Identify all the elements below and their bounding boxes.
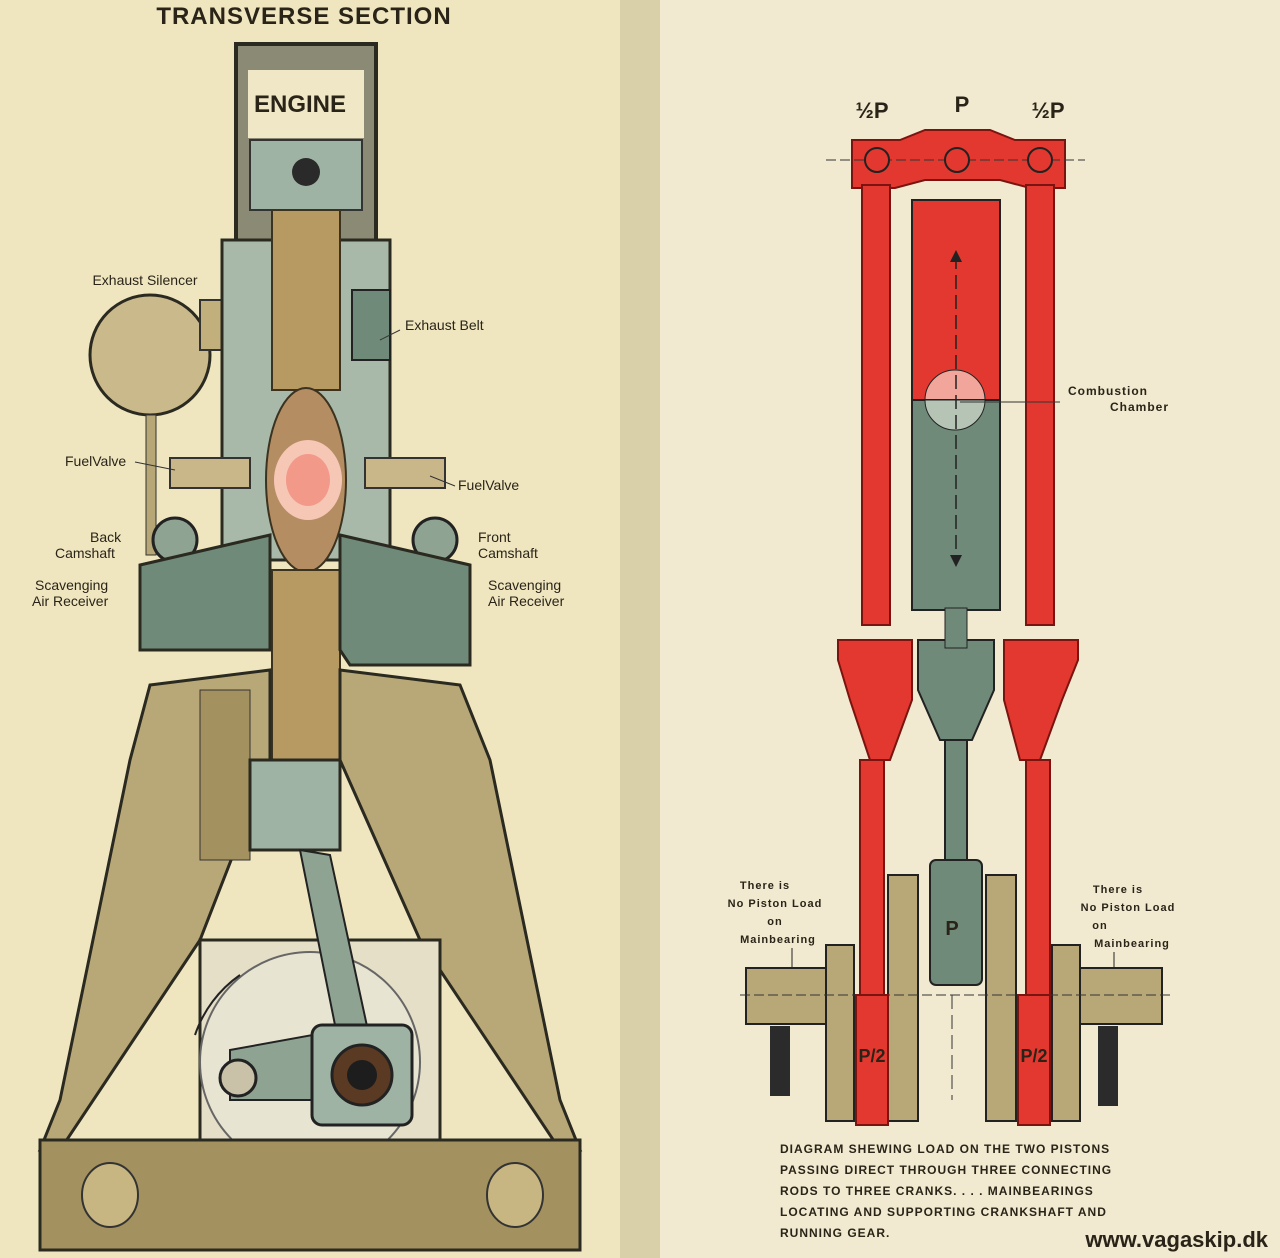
crankpin-bore <box>347 1060 377 1090</box>
combustion-lower <box>924 399 986 431</box>
label-back-camshaft-1: Back <box>90 529 122 545</box>
label-exhaust-belt: Exhaust Belt <box>405 317 484 333</box>
crank-web-2 <box>887 874 919 1122</box>
caption: DIAGRAM SHEWING LOAD ON THE TWO PISTONS … <box>780 1142 1112 1240</box>
leader-exhaust-belt <box>379 329 401 341</box>
crankshaft-right <box>1079 967 1163 1025</box>
note-left: There is No Piston Load on Mainbearing <box>728 880 823 968</box>
note-right-line-2: No Piston Load <box>1081 902 1176 914</box>
label-front-camshaft-2: Camshaft <box>478 545 538 561</box>
label-p-top: P <box>955 92 970 117</box>
frame-ribs <box>199 689 251 861</box>
caption-line-1: DIAGRAM SHEWING LOAD ON THE TWO PISTONS <box>780 1142 1110 1156</box>
caption-line-5: RUNNING GEAR. <box>780 1226 890 1240</box>
upper-piston <box>271 209 341 391</box>
crank-web-1 <box>825 944 855 1122</box>
rod-right-lower <box>1025 759 1051 1001</box>
crankpin-left <box>855 994 889 1126</box>
scavenging-receiver-right <box>338 533 472 667</box>
label-p-bottom: P <box>945 918 958 940</box>
combustion-core <box>286 454 330 506</box>
arrow-down <box>950 555 962 567</box>
caption-line-3: RODS TO THREE CRANKS. . . . MAINBEARINGS <box>780 1184 1094 1198</box>
label-back-camshaft-2: Camshaft <box>55 545 115 561</box>
engine-window <box>248 70 364 138</box>
pin-left <box>864 147 890 173</box>
leader-fuel-valve-left <box>134 461 176 471</box>
label-combustion-2: Chamber <box>1110 400 1169 414</box>
side-rod-left-upper <box>861 184 891 626</box>
note-left-line-1: There is <box>740 880 790 892</box>
label-combustion-1: Combustion <box>1068 384 1148 398</box>
note-right: There is No Piston Load on Mainbearing <box>1081 884 1176 968</box>
note-left-line-2: No Piston Load <box>728 898 823 910</box>
label-fuel-valve-right: FuelValve <box>458 477 519 493</box>
pin-right <box>1027 147 1053 173</box>
crosshead-lower <box>248 758 342 852</box>
caption-line-2: PASSING DIRECT THROUGH THREE CONNECTING <box>780 1163 1112 1177</box>
bed-opening-left <box>81 1162 139 1228</box>
transverse-section: TRANSVERSE SECTION ENGINE <box>32 3 583 1252</box>
right-page <box>660 0 1280 1258</box>
crankpin-right <box>1017 994 1051 1126</box>
watermark: www.vagaskip.dk <box>1084 1227 1268 1252</box>
piston-rod-center <box>944 607 968 649</box>
combustion-upper <box>924 369 986 401</box>
label-scav-left-2: Air Receiver <box>32 593 109 609</box>
center-big-end <box>929 859 983 986</box>
crank-web-3 <box>985 874 1017 1122</box>
crank-web-4 <box>1051 944 1081 1122</box>
crosshead-pin <box>292 158 320 186</box>
label-scav-left-1: Scavenging <box>35 577 108 593</box>
rod-left-lower <box>859 759 885 1001</box>
label-p2-left: P/2 <box>858 1046 885 1066</box>
rotation-arrow-top <box>194 974 241 1036</box>
book-gutter <box>620 0 660 1258</box>
scavenging-receiver-left <box>138 533 272 652</box>
crankshaft-journal <box>218 1058 258 1098</box>
fuel-valve-left <box>169 457 251 489</box>
arrow-up <box>950 250 962 262</box>
label-fuel-valve-left: FuelValve <box>65 453 126 469</box>
silencer-pipe <box>145 414 157 556</box>
note-right-line-3: on <box>1092 920 1107 932</box>
engine-label: ENGINE <box>254 91 346 118</box>
label-half-p-left: ½P <box>855 98 888 123</box>
exhaust-silencer <box>88 293 212 417</box>
label-front-camshaft-1: Front <box>478 529 511 545</box>
mainbearing-right <box>1098 1026 1118 1106</box>
leader-fuel-valve-right <box>429 475 456 487</box>
mainbearing-left <box>770 1026 790 1096</box>
note-left-line-3: on <box>767 916 782 928</box>
label-half-p-right: ½P <box>1031 98 1064 123</box>
load-diagram: ½P P ½P Combustion Chamber P <box>728 92 1176 1240</box>
label-scav-right-1: Scavenging <box>488 577 561 593</box>
note-right-line-1: There is <box>1093 884 1143 896</box>
fuel-valve-right <box>364 457 446 489</box>
label-scav-right-2: Air Receiver <box>488 593 565 609</box>
bed-opening-right <box>486 1162 544 1228</box>
fork-right <box>1003 639 1079 761</box>
fork-center <box>917 639 995 741</box>
rod-center-lower <box>944 739 968 861</box>
caption-line-4: LOCATING AND SUPPORTING CRANKSHAFT AND <box>780 1205 1107 1219</box>
section-title: TRANSVERSE SECTION <box>156 3 451 30</box>
label-p2-right: P/2 <box>1020 1046 1047 1066</box>
lower-piston <box>271 569 341 761</box>
note-right-line-4: Mainbearing <box>1094 938 1170 950</box>
exhaust-belt <box>351 289 391 361</box>
label-exhaust-silencer: Exhaust Silencer <box>92 272 197 288</box>
pin-center <box>944 147 970 173</box>
note-left-line-4: Mainbearing <box>740 934 816 946</box>
crankshaft-left <box>745 967 827 1025</box>
side-rod-right-upper <box>1025 184 1055 626</box>
